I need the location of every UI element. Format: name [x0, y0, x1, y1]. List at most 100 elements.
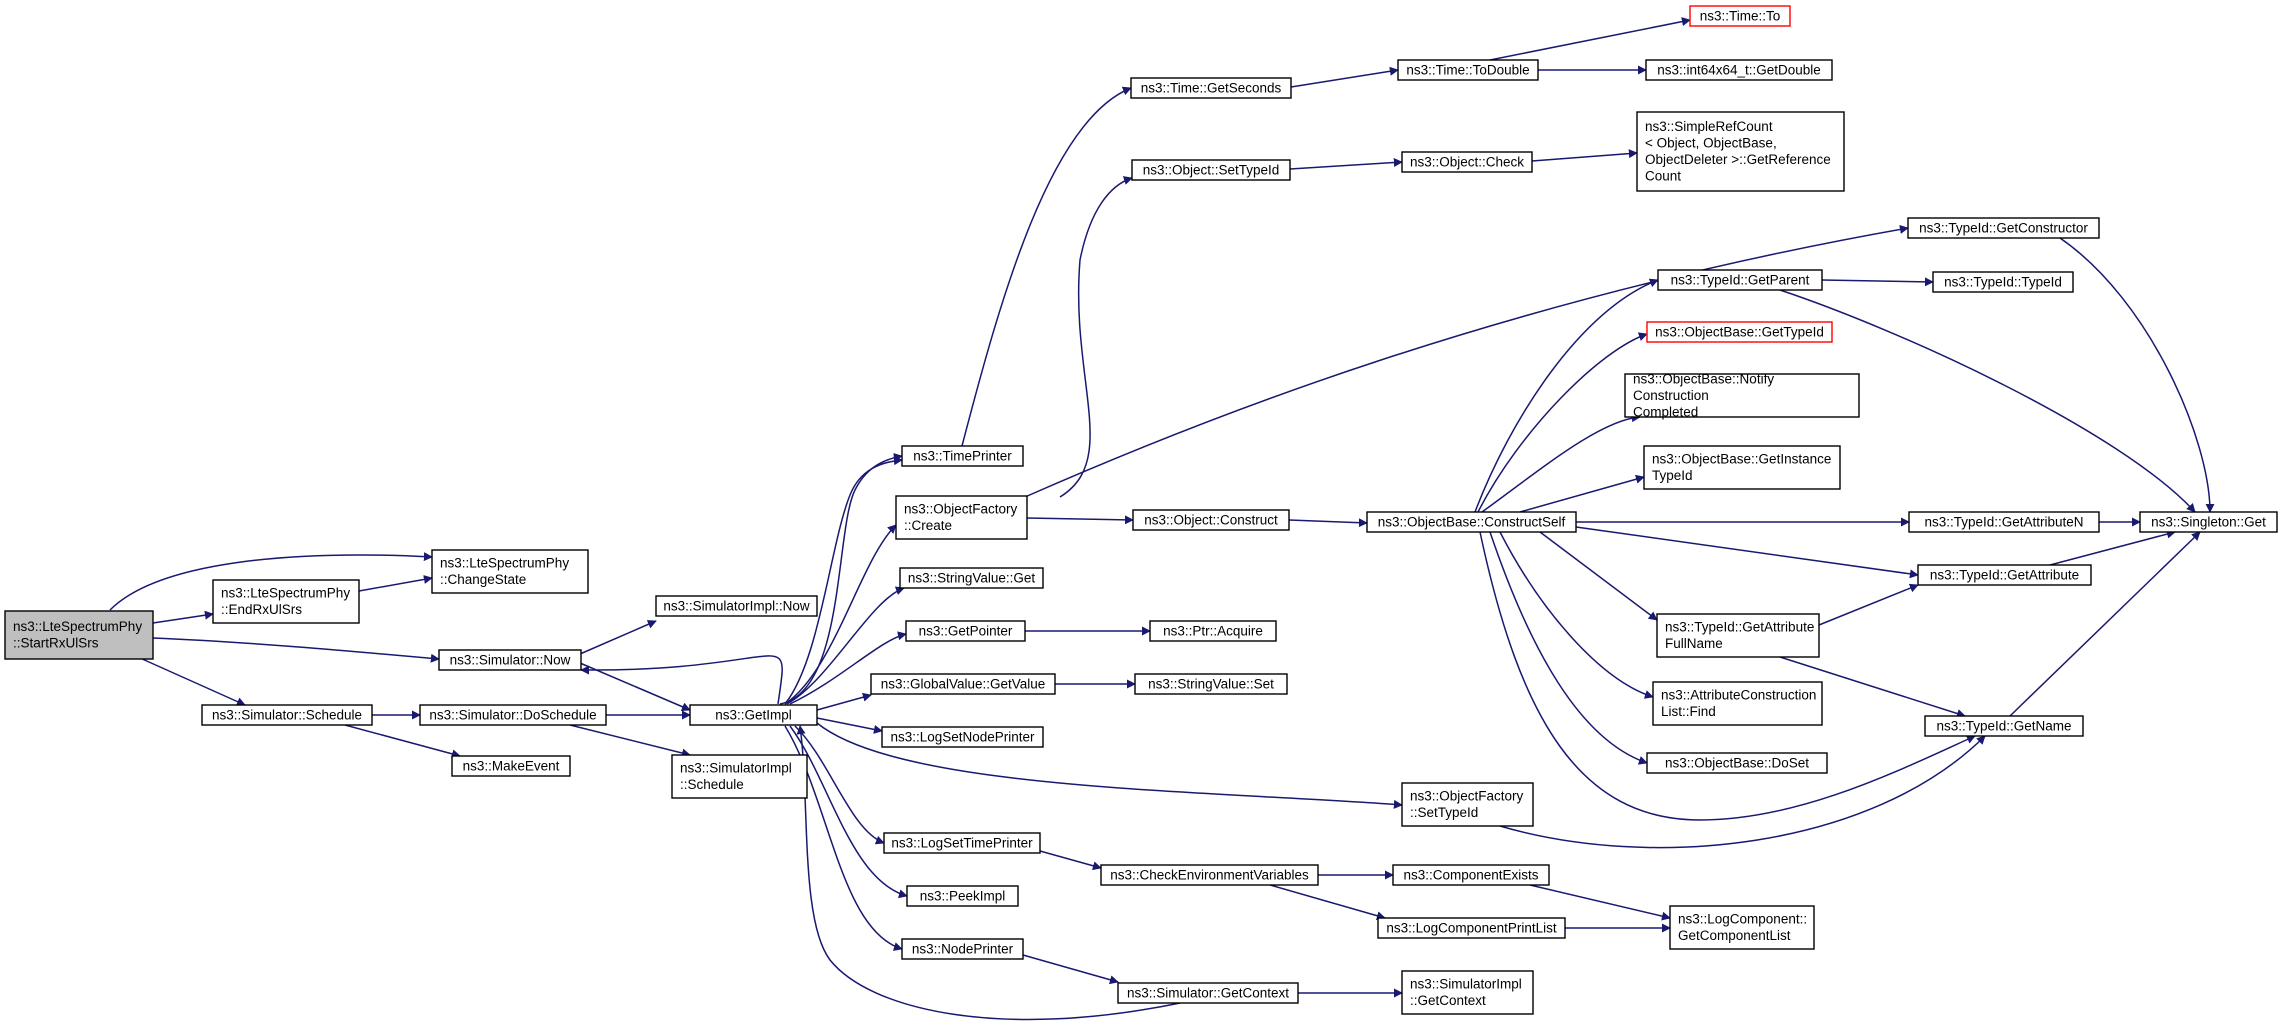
node-label: ns3::Simulator::Now [450, 652, 571, 667]
node-endrx[interactable]: ns3::LteSpectrumPhy::EndRxUlSrs [212, 579, 360, 624]
node-objsettid[interactable]: ns3::Object::SetTypeId [1131, 159, 1291, 181]
node-simnow[interactable]: ns3::Simulator::Now [438, 649, 582, 671]
node-strget[interactable]: ns3::StringValue::Get [899, 567, 1044, 589]
node-nodeprinter[interactable]: ns3::NodePrinter [901, 938, 1024, 960]
node-objcheck[interactable]: ns3::Object::Check [1401, 151, 1533, 173]
edge-line [580, 655, 783, 705]
node-strset[interactable]: ns3::StringValue::Set [1134, 673, 1288, 695]
edge-line [1039, 850, 1102, 871]
node-label: Count [1645, 169, 1681, 184]
node-makeevent[interactable]: ns3::MakeEvent [451, 755, 571, 777]
node-lognode[interactable]: ns3::LogSetNodePrinter [881, 726, 1044, 748]
node-label: ::Schedule [680, 777, 744, 792]
edge-line [1022, 954, 1119, 985]
edge-constructself-to-getattr [1575, 526, 1919, 579]
node-implctx[interactable]: ns3::SimulatorImpl::GetContext [1401, 970, 1534, 1015]
node-logtime[interactable]: ns3::LogSetTimePrinter [883, 832, 1041, 854]
node-box [901, 938, 1024, 960]
node-constructself[interactable]: ns3::ObjectBase::ConstructSelf [1366, 511, 1577, 533]
node-getcontext[interactable]: ns3::Simulator::GetContext [1117, 982, 1299, 1004]
node-schedule[interactable]: ns3::Simulator::Schedule [201, 704, 373, 726]
node-checkenv[interactable]: ns3::CheckEnvironmentVariables [1100, 864, 1319, 886]
node-label: ns3::Simulator::Schedule [212, 707, 362, 722]
node-label: ns3::Simulator::DoSchedule [429, 707, 596, 722]
edge-line [789, 725, 908, 899]
node-changestate[interactable]: ns3::LteSpectrumPhy::ChangeState [431, 549, 589, 594]
node-label: ns3::ObjectBase::GetTypeId [1655, 324, 1824, 339]
node-i64[interactable]: ns3::int64x64_t::GetDouble [1645, 59, 1833, 81]
edge-line [1489, 17, 1691, 61]
edge-line [796, 725, 1181, 1021]
edge-line [344, 724, 461, 759]
node-box [1401, 970, 1534, 1015]
edge-line [1024, 224, 1909, 498]
node-ptracq[interactable]: ns3::Ptr::Acquire [1149, 620, 1277, 642]
node-label: Completed [1633, 404, 1698, 419]
node-timeprinter[interactable]: ns3::TimePrinter [901, 445, 1024, 467]
edge-ofcreate-to-objsettid [1059, 176, 1133, 498]
node-getpointer[interactable]: ns3::GetPointer [905, 620, 1026, 642]
node-getcomplist[interactable]: ns3::LogComponent::GetComponentList [1669, 905, 1815, 950]
node-simimplnow[interactable]: ns3::SimulatorImpl::Now [655, 595, 818, 617]
node-box [899, 567, 1044, 589]
node-notify[interactable]: ns3::ObjectBase::NotifyConstructionCompl… [1624, 371, 1860, 419]
node-getconstructor[interactable]: ns3::TypeId::GetConstructor [1907, 217, 2100, 239]
node-todouble[interactable]: ns3::Time::ToDouble [1397, 59, 1539, 81]
node-label: ns3::StringValue::Get [908, 570, 1036, 585]
node-label: ns3::ObjectFactory [1410, 789, 1524, 804]
edge-line [1539, 531, 1658, 621]
edge-getimpl-to-simnow [580, 655, 783, 705]
node-getimpl[interactable]: ns3::GetImpl [689, 704, 818, 726]
edge-line [152, 610, 214, 624]
node-label: ns3::MakeEvent [463, 758, 560, 773]
edges-layer [109, 17, 2215, 1021]
node-label: ns3::TypeId::GetAttributeN [1924, 514, 2083, 529]
node-implsched[interactable]: ns3::SimulatorImpl::Schedule [671, 754, 808, 799]
node-label: ns3::GetImpl [715, 707, 792, 722]
node-ofsettid[interactable]: ns3::ObjectFactory::SetTypeId [1401, 782, 1534, 827]
node-root[interactable]: ns3::LteSpectrumPhy::StartRxUlSrs [4, 610, 154, 660]
edge-line [1519, 474, 1645, 513]
node-doschedule[interactable]: ns3::Simulator::DoSchedule [419, 704, 607, 726]
node-getattr[interactable]: ns3::TypeId::GetAttribute [1917, 564, 2092, 586]
node-box [1932, 271, 2074, 293]
node-logcompprint[interactable]: ns3::LogComponentPrintList [1377, 917, 1566, 939]
node-gvget[interactable]: ns3::GlobalValue::GetValue [870, 673, 1056, 695]
edge-ofsettid-to-getname [1499, 735, 1986, 849]
node-label: ns3::Time::To [1700, 8, 1781, 23]
edge-getimpl-to-timeprinter [779, 453, 903, 705]
node-getattrn[interactable]: ns3::TypeId::GetAttributeN [1908, 511, 2100, 533]
node-compexists[interactable]: ns3::ComponentExists [1392, 864, 1550, 886]
node-getname[interactable]: ns3::TypeId::GetName [1924, 715, 2084, 737]
node-objconstruct[interactable]: ns3::Object::Construct [1132, 509, 1290, 531]
node-typeid[interactable]: ns3::TypeId::TypeId [1932, 271, 2074, 293]
node-box [1646, 752, 1828, 774]
node-ofcreate[interactable]: ns3::ObjectFactory::Create [895, 495, 1028, 540]
node-obgettid[interactable]: ns3::ObjectBase::GetTypeId [1646, 321, 1833, 343]
node-refcount[interactable]: ns3::SimpleRefCount< Object, ObjectBase,… [1636, 111, 1845, 192]
edge-line [784, 456, 903, 705]
node-timeto[interactable]: ns3::Time::To [1689, 5, 1791, 27]
node-doset[interactable]: ns3::ObjectBase::DoSet [1646, 752, 1828, 774]
node-label: ::ChangeState [440, 572, 526, 587]
node-label: ns3::TypeId::GetConstructor [1919, 220, 2088, 235]
node-peek[interactable]: ns3::PeekImpl [906, 885, 1019, 907]
node-label: ns3::ObjectFactory [904, 502, 1018, 517]
edge-getimpl-to-strget [786, 586, 905, 705]
edge-line [816, 692, 872, 711]
node-label: ns3::Time::ToDouble [1406, 62, 1529, 77]
node-box [689, 704, 818, 726]
edge-doschedule-to-implsched [569, 724, 691, 758]
node-getparent[interactable]: ns3::TypeId::GetParent [1657, 269, 1823, 291]
node-box [1908, 511, 2100, 533]
node-getseconds[interactable]: ns3::Time::GetSeconds [1130, 77, 1292, 99]
edge-line [1779, 289, 2196, 513]
edge-ofcreate-to-objconstruct [1026, 515, 1134, 525]
node-label: ns3::Object::Check [1410, 154, 1524, 169]
node-singleton[interactable]: ns3::Singleton::Get [2139, 511, 2278, 533]
node-label: ns3::TypeId::GetAttribute [1930, 567, 2079, 582]
node-box [419, 704, 607, 726]
